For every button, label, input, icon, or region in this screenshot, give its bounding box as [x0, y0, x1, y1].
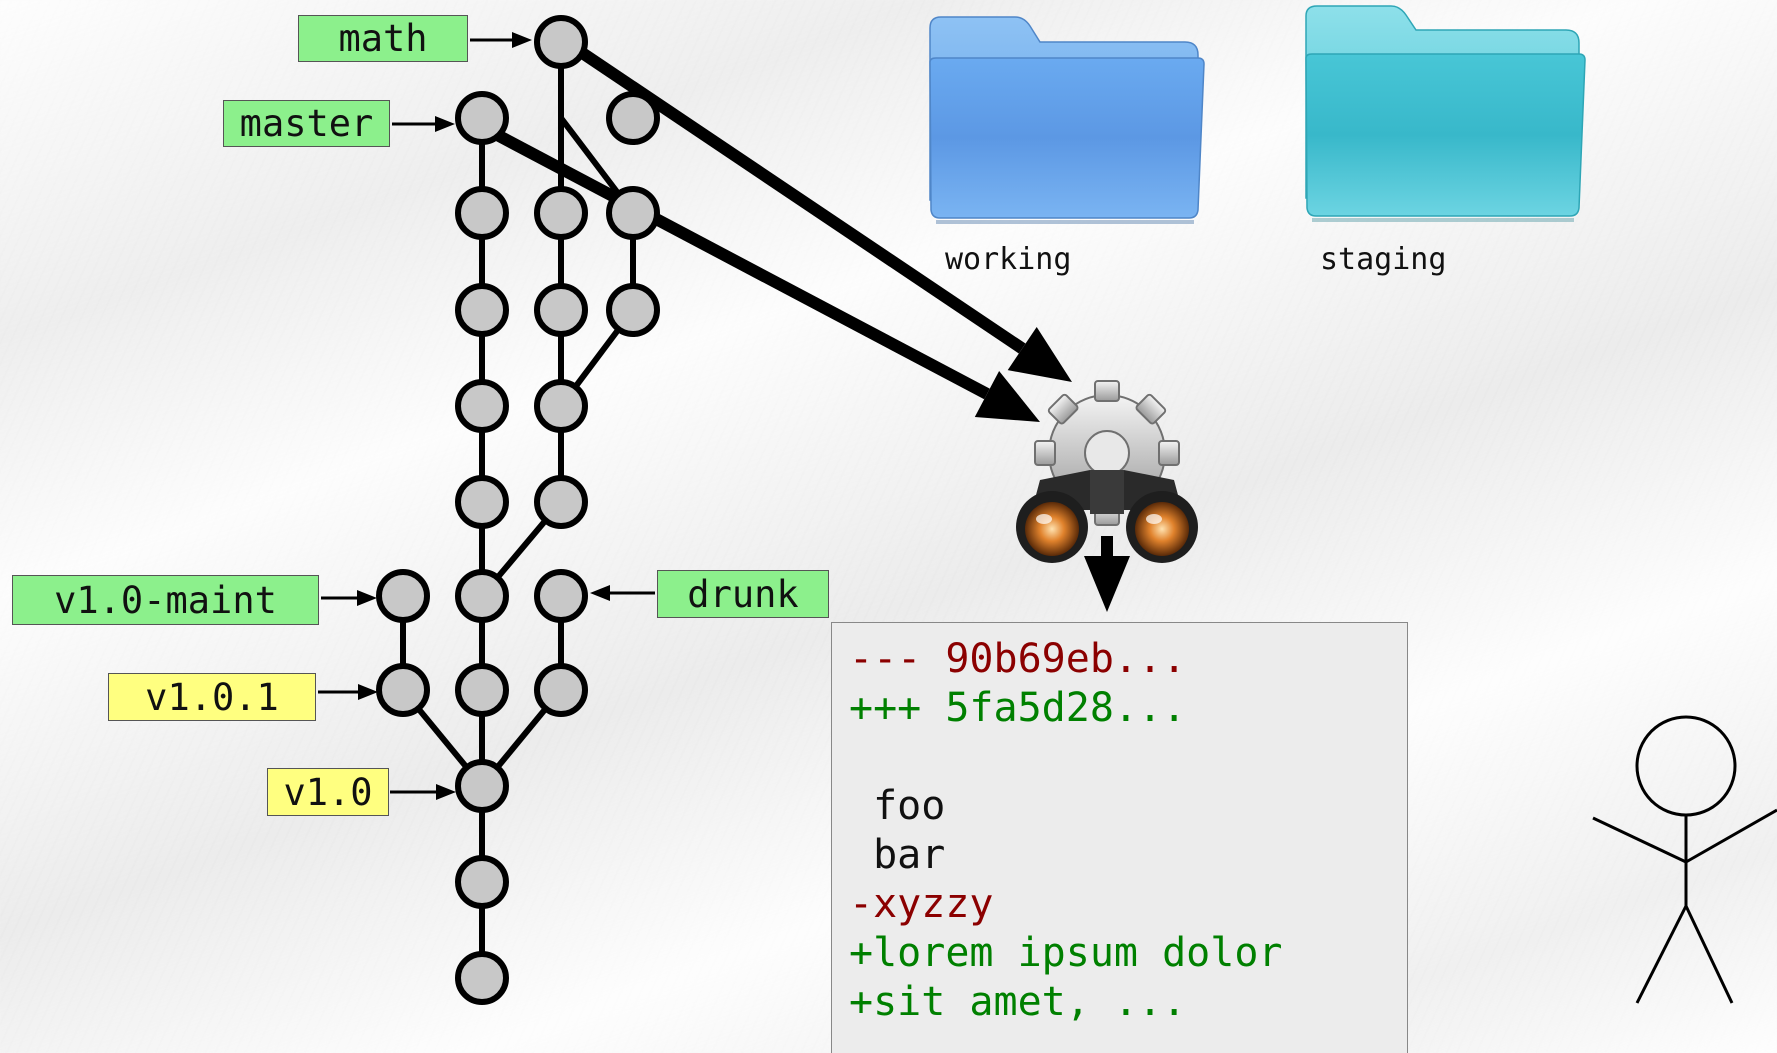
- commit-node: [534, 186, 588, 240]
- ref-label-drunk[interactable]: drunk: [657, 570, 829, 618]
- commit-node: [455, 663, 509, 717]
- staging-folder-label: staging: [1320, 242, 1447, 277]
- ref-arrow: [321, 590, 377, 606]
- commit-node: [455, 855, 509, 909]
- commit-node: [606, 283, 660, 337]
- commit-node: [455, 379, 509, 433]
- diff-input-arrow: [559, 35, 1072, 382]
- commit-node: [606, 186, 660, 240]
- commit-node: [534, 663, 588, 717]
- commit-node: [455, 91, 509, 145]
- commit-node: [455, 475, 509, 529]
- diff-line-removed: --- 90b69eb...: [849, 636, 1187, 682]
- ref-pointer-arrows: [318, 32, 655, 800]
- ref-label-math[interactable]: math: [298, 15, 468, 62]
- commit-node: [455, 569, 509, 623]
- commit-node: [455, 283, 509, 337]
- commit-node: [534, 283, 588, 337]
- ref-arrow: [392, 116, 455, 132]
- diff-line-removed: -xyzzy: [849, 881, 994, 927]
- diff-input-arrows: [481, 35, 1072, 422]
- commit-node: [376, 663, 430, 717]
- commit-node: [455, 951, 509, 1005]
- ref-arrow: [318, 684, 378, 700]
- tag-label-v1-0[interactable]: v1.0: [267, 768, 389, 816]
- commit-node: [455, 759, 509, 813]
- ref-arrow: [470, 32, 532, 48]
- ref-arrow: [390, 784, 456, 800]
- staging-folder-icon[interactable]: [1305, 5, 1586, 222]
- diff-output-panel: --- 90b69eb...+++ 5fa5d28... foo bar-xyz…: [831, 622, 1408, 1053]
- ref-label-v1-0-maint[interactable]: v1.0-maint: [12, 575, 319, 625]
- working-folder-icon[interactable]: [929, 16, 1205, 224]
- diff-line-context: foo: [849, 783, 946, 829]
- commit-node: [455, 186, 509, 240]
- stick-figure-icon: [1592, 715, 1777, 1004]
- diff-line-context: [849, 733, 1407, 782]
- diff-line-added: +++ 5fa5d28...: [849, 685, 1187, 731]
- commit-node: [534, 379, 588, 433]
- commit-node: [376, 569, 430, 623]
- commit-node: [534, 569, 588, 623]
- commit-node: [534, 475, 588, 529]
- diff-output-arrow: [1084, 536, 1130, 612]
- commit-node: [534, 15, 588, 69]
- working-folder-label: working: [945, 242, 1072, 277]
- tag-label-v1-0-1[interactable]: v1.0.1: [108, 673, 316, 721]
- ref-arrow: [590, 585, 655, 601]
- diff-line-added: +lorem ipsum dolor: [849, 930, 1283, 976]
- gear-binoculars-icon[interactable]: [1016, 380, 1198, 563]
- commit-nodes: [376, 15, 660, 1005]
- commit-node: [606, 91, 660, 145]
- diff-input-arrow: [481, 122, 1040, 422]
- ref-label-master[interactable]: master: [223, 100, 390, 147]
- diff-line-added: +sit amet, ...: [849, 979, 1187, 1025]
- diff-line-context: bar: [849, 832, 946, 878]
